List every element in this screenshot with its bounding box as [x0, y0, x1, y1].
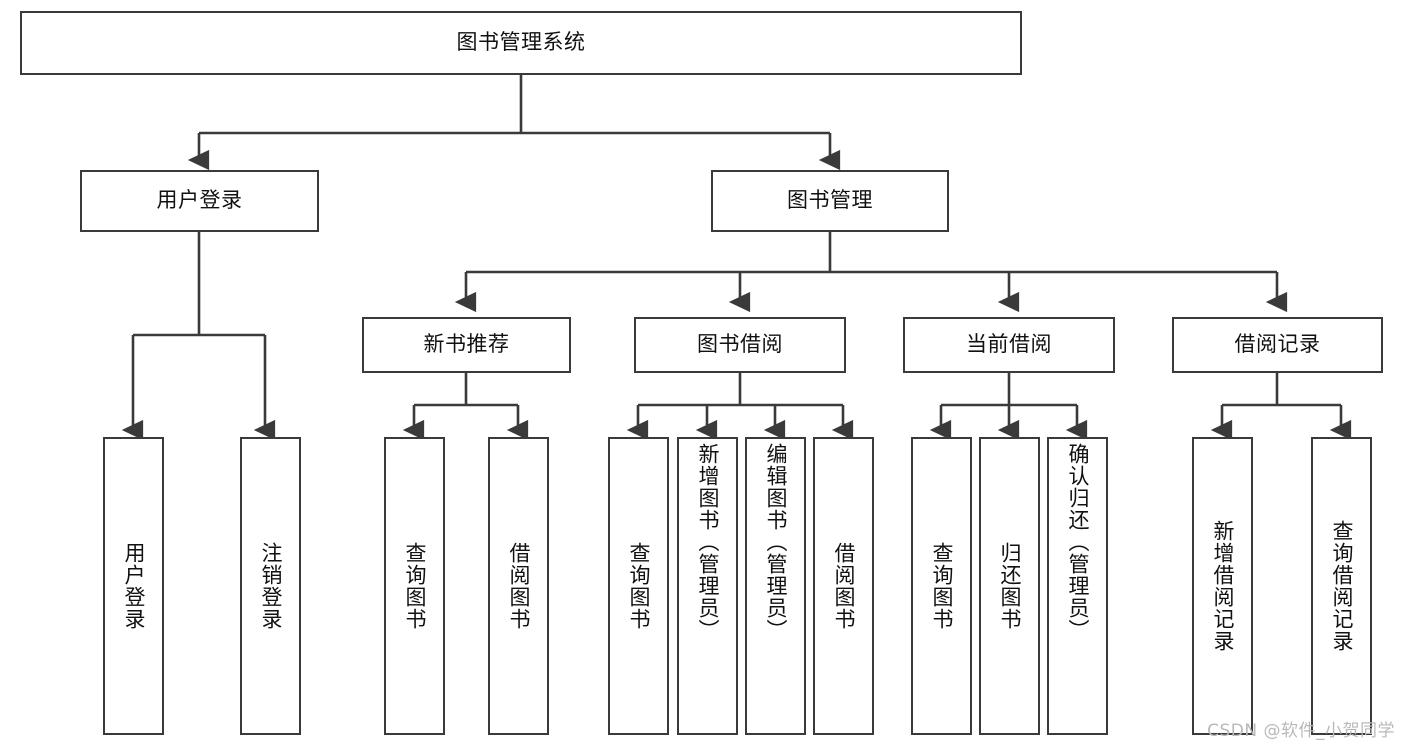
leaf-query-book-1-label: 查询图书 [402, 542, 427, 630]
node-user-login-label: 用户登录 [156, 188, 243, 213]
node-borrow-record[interactable]: 借阅记录 [1172, 317, 1383, 373]
leaf-borrow-book-1-label: 借阅图书 [506, 542, 531, 630]
leaf-edit-book[interactable]: 编辑图书（管理员） [745, 437, 806, 735]
leaf-logout-login[interactable]: 注销登录 [240, 437, 301, 735]
leaf-query-record[interactable]: 查询借阅记录 [1311, 437, 1372, 735]
leaf-add-book-label: 新增图书（管理员） [695, 443, 720, 641]
leaf-borrow-book-1[interactable]: 借阅图书 [488, 437, 549, 735]
leaf-query-book-3-label: 查询图书 [929, 542, 954, 630]
leaf-query-book-2-label: 查询图书 [626, 542, 651, 630]
node-new-book-recommend-label: 新书推荐 [423, 332, 510, 357]
leaf-confirm-return-label: 确认归还（管理员） [1065, 443, 1090, 641]
leaf-query-record-label: 查询借阅记录 [1329, 520, 1354, 652]
leaf-logout-login-label: 注销登录 [258, 542, 283, 630]
node-current-borrow-label: 当前借阅 [966, 332, 1052, 357]
node-root-system-label: 图书管理系统 [456, 30, 586, 55]
node-book-borrow[interactable]: 图书借阅 [634, 317, 846, 373]
leaf-add-record-label: 新增借阅记录 [1210, 520, 1235, 652]
leaf-return-book[interactable]: 归还图书 [979, 437, 1040, 735]
leaf-confirm-return[interactable]: 确认归还（管理员） [1047, 437, 1108, 735]
leaf-query-book-1[interactable]: 查询图书 [384, 437, 445, 735]
watermark-text: CSDN @软件_小贺同学 [1207, 721, 1395, 741]
leaf-query-book-3[interactable]: 查询图书 [911, 437, 972, 735]
node-current-borrow[interactable]: 当前借阅 [903, 317, 1115, 373]
node-book-manage-label: 图书管理 [787, 188, 873, 213]
node-root-system[interactable]: 图书管理系统 [20, 11, 1022, 75]
leaf-add-book[interactable]: 新增图书（管理员） [677, 437, 738, 735]
leaf-borrow-book-2[interactable]: 借阅图书 [813, 437, 874, 735]
node-user-login[interactable]: 用户登录 [80, 170, 319, 232]
node-book-borrow-label: 图书借阅 [697, 332, 783, 357]
leaf-user-login-label: 用户登录 [121, 542, 146, 630]
node-book-manage[interactable]: 图书管理 [711, 170, 949, 232]
leaf-edit-book-label: 编辑图书（管理员） [763, 443, 788, 641]
leaf-return-book-label: 归还图书 [997, 542, 1022, 630]
node-borrow-record-label: 借阅记录 [1234, 332, 1321, 357]
node-new-book-recommend[interactable]: 新书推荐 [362, 317, 571, 373]
leaf-user-login[interactable]: 用户登录 [103, 437, 164, 735]
leaf-add-record[interactable]: 新增借阅记录 [1192, 437, 1253, 735]
leaf-query-book-2[interactable]: 查询图书 [608, 437, 669, 735]
leaf-borrow-book-2-label: 借阅图书 [831, 542, 856, 630]
